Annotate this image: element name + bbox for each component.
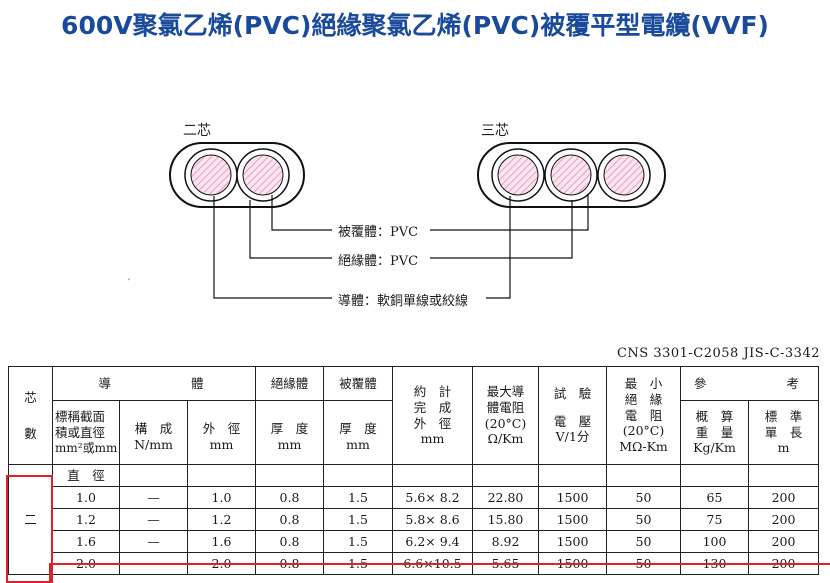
table-row: 1.6 — 1.6 0.8 1.5 6.2× 9.4 8.92 1500 50 … <box>9 530 819 553</box>
insulation-callout: 絕緣體：PVC <box>334 250 423 269</box>
spec-table: 芯數 導 體 絕緣體 被覆體 約 計 完 成 外 徑 mm 最大導 體電阻 (2… <box>8 366 819 575</box>
diameter-row-label: 直 徑 <box>52 464 120 487</box>
table-row: 1.0 — 1.0 0.8 1.5 5.6× 8.2 22.80 1500 50… <box>9 486 819 509</box>
two-core-cable <box>169 142 305 208</box>
three-core-cable <box>477 142 666 208</box>
group-label-two-core: 二 <box>8 464 53 575</box>
header-reference: 參 考 <box>680 366 819 401</box>
header-standard-length: 標 準 單 長 m <box>748 400 819 465</box>
header-insulation-thickness: 厚 度 mm <box>255 400 324 465</box>
sheath-callout: 被覆體：PVC <box>334 221 423 240</box>
header-approx-od: 約 計 完 成 外 徑 mm <box>392 366 473 465</box>
header-max-resistance: 最大導 體電阻 (20°C) Ω/Km <box>472 366 539 465</box>
conductor-callout: 導體：軟銅單線或絞線 <box>334 290 473 309</box>
header-insulation-resistance: 最 小 絕 緣 電 阻 (20°C) MΩ-Km <box>606 366 681 465</box>
header-structure: 構 成 N/mm <box>119 400 188 465</box>
leader-lines <box>213 194 589 299</box>
page-title: 600V聚氯乙烯(PVC)絕緣聚氯乙烯(PVC)被覆平型電纜(VVF) <box>61 11 769 40</box>
header-sheath-thickness: 厚 度 mm <box>323 400 393 465</box>
table-row: 1.2 — 1.2 0.8 1.5 5.8× 8.6 15.80 1500 50… <box>9 508 819 531</box>
two-core-label: 二芯 <box>183 123 211 139</box>
header-nominal-area: 標稱截面 積或直徑 mm²或mm <box>52 400 120 465</box>
cable-cross-section-diagram: ′ <box>128 142 666 299</box>
header-approx-weight: 概 算 重 量 Kg/Km <box>680 400 749 465</box>
standard-reference: CNS 3301-C2058 JIS-C-3342 <box>616 346 820 361</box>
three-core-label: 三芯 <box>481 123 509 139</box>
header-sheath: 被覆體 <box>323 366 393 401</box>
header-outer-diameter: 外 徑 mm <box>187 400 256 465</box>
header-insulation: 絕緣體 <box>255 366 324 401</box>
header-conductor: 導 體 <box>52 366 256 401</box>
svg-text:′: ′ <box>128 278 131 289</box>
header-test-voltage: 試 驗 電 壓 V/1分 <box>538 366 607 465</box>
table-row: 2.0 — 2.0 0.8 1.5 6.6×10.5 5.65 1500 50 … <box>9 552 819 575</box>
header-cores: 芯數 <box>8 366 53 465</box>
